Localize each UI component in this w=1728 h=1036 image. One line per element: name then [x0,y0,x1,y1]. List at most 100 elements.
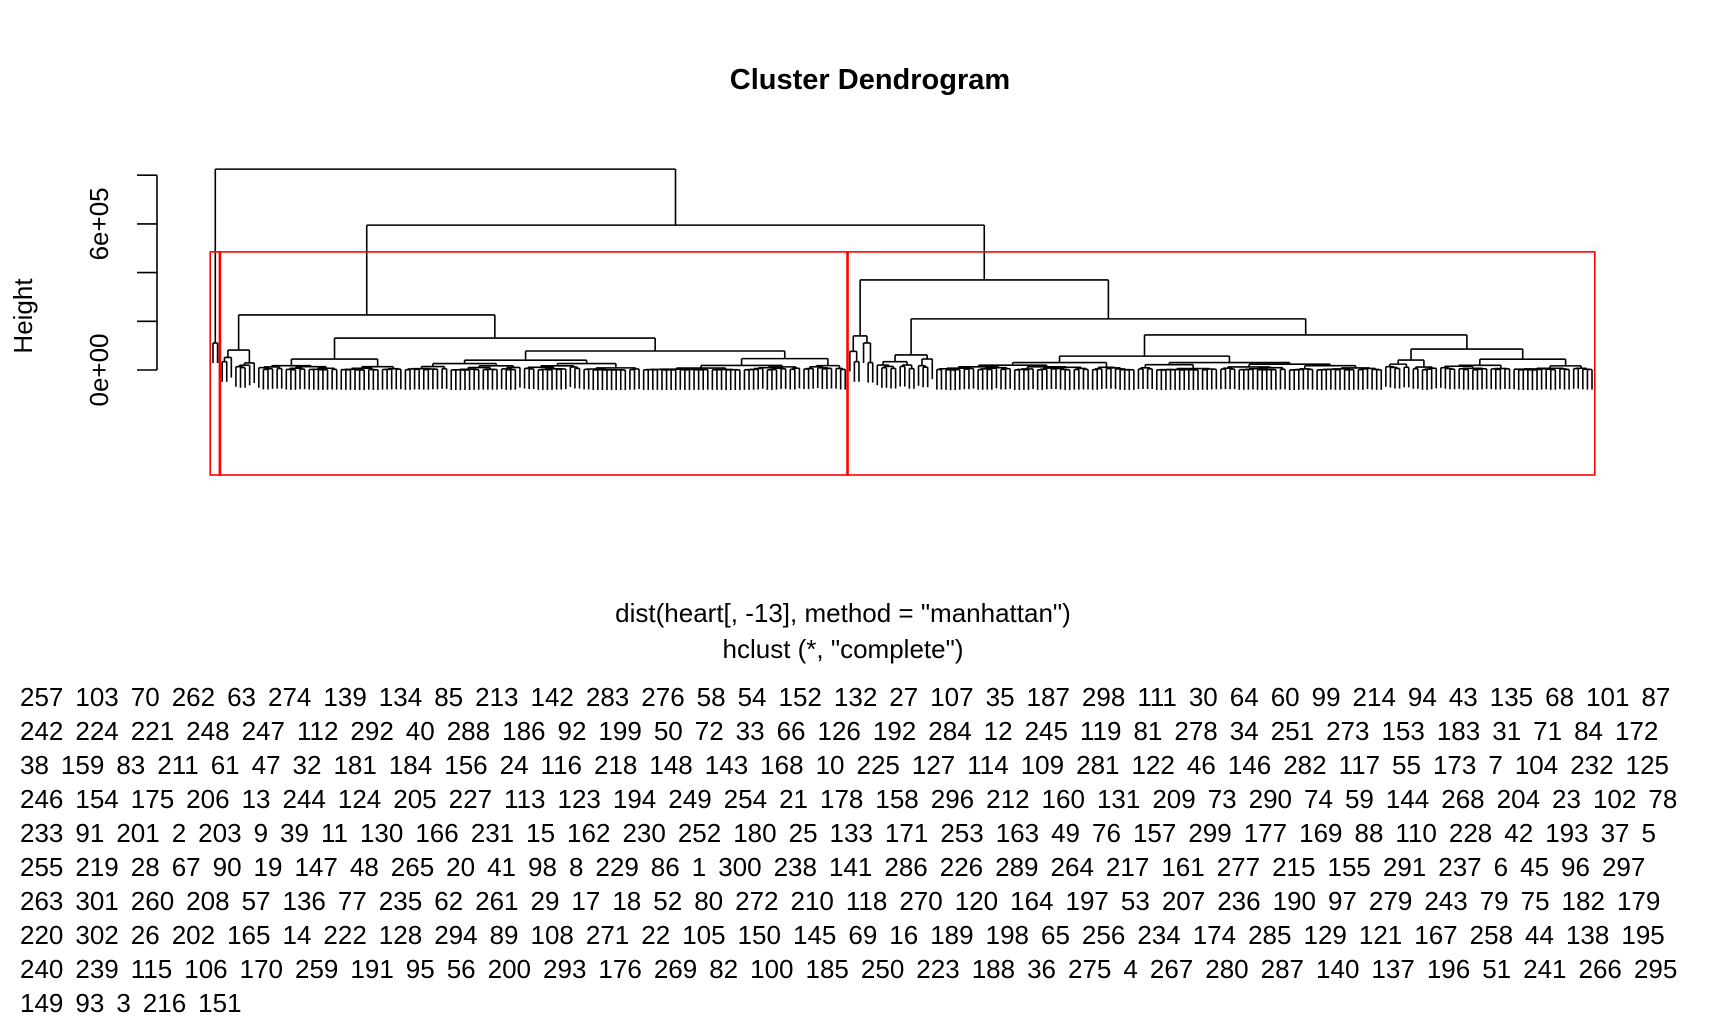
leaf-label: 190 [1272,886,1316,916]
leaf-label: 294 [434,920,478,950]
leaf-label: 148 [649,750,693,780]
leaf-label: 104 [1514,750,1559,780]
leaf-label: 298 [1081,682,1126,712]
leaf-label: 166 [415,818,459,848]
leaf-label: 227 [448,784,493,814]
y-tick-label: 6e+05 [84,187,114,260]
leaf-label: 178 [819,784,864,814]
leaf-label: 254 [723,784,768,814]
leaf-label: 168 [760,750,804,780]
leaf-label: 277 [1216,852,1261,882]
leaf-label: 24 [499,750,529,780]
leaf-label: 141 [828,852,873,882]
x-axis-label: dist(heart[, -13], method = "manhattan") [615,598,1071,628]
leaf-label: 290 [1248,784,1293,814]
leaf-label: 219 [75,852,119,882]
leaf-label: 101 [1586,682,1630,712]
leaf-label: 223 [916,954,960,984]
leaf-label: 266 [1578,954,1622,984]
leaf-label: 62 [434,886,464,916]
leaf-label: 51 [1482,954,1512,984]
leaf-label: 90 [212,852,242,882]
leaf-label: 44 [1525,920,1554,950]
leaf-label: 301 [75,886,119,916]
leaf-label: 26 [130,920,160,950]
leaf-label: 91 [75,818,105,848]
leaf-label: 224 [75,716,119,746]
leaf-label: 182 [1561,886,1605,916]
leaf-label: 125 [1625,750,1669,780]
leaf-label: 153 [1381,716,1425,746]
leaf-label: 248 [186,716,230,746]
leaf-label: 242 [20,716,64,746]
leaf-label: 262 [171,682,216,712]
leaf-label: 151 [198,988,242,1018]
leaf-label: 282 [1283,750,1327,780]
leaf-label: 163 [995,818,1040,848]
leaf-label: 231 [470,818,515,848]
leaf-label: 70 [130,682,160,712]
leaf-label: 264 [1050,852,1094,882]
leaf-label: 138 [1565,920,1610,950]
leaf-label: 136 [282,886,326,916]
leaf-label: 239 [75,954,119,984]
leaf-label: 250 [860,954,905,984]
leaf-label: 202 [171,920,216,950]
leaf-label: 53 [1120,886,1150,916]
leaf-label: 117 [1338,750,1381,780]
leaf-label: 288 [446,716,491,746]
y-axis-label: Height [8,278,38,354]
leaf-label: 6 [1493,852,1509,882]
leaf-label: 299 [1188,818,1232,848]
leaf-label: 71 [1533,716,1563,746]
leaf-label: 16 [889,920,919,950]
leaf-label: 135 [1489,682,1534,712]
leaf-label: 89 [489,920,519,950]
leaf-label: 158 [875,784,919,814]
leaf-label: 94 [1407,682,1437,712]
leaf-label: 54 [737,682,767,712]
cluster-rect [846,251,1596,476]
leaf-label: 236 [1217,886,1261,916]
leaf-label: 300 [718,852,762,882]
leaf-label: 237 [1438,852,1482,882]
leaf-label: 260 [130,886,175,916]
leaf-label: 74 [1304,784,1333,814]
leaf-label: 293 [543,954,587,984]
leaf-label: 76 [1092,818,1121,848]
leaf-label: 50 [653,716,683,746]
leaf-label: 180 [733,818,777,848]
leaf-label: 243 [1424,886,1468,916]
leaf-label: 69 [848,920,878,950]
leaf-label: 140 [1316,954,1360,984]
leaf-label: 176 [598,954,642,984]
leaf-label: 116 [540,750,582,780]
leaf-label: 232 [1570,750,1614,780]
leaf-label: 204 [1496,784,1541,814]
leaf-label: 273 [1326,716,1370,746]
leaf-label: 111 [1137,682,1177,712]
leaf-label: 128 [378,920,423,950]
leaf-label: 214 [1352,682,1396,712]
leaf-label: 276 [641,682,685,712]
cluster-rect [218,251,849,476]
leaf-label: 32 [292,750,322,780]
leaf-label: 127 [911,750,956,780]
leaf-label: 17 [571,886,601,916]
leaf-label: 172 [1615,716,1659,746]
leaf-label: 189 [930,920,974,950]
leaf-label: 206 [186,784,230,814]
leaf-label: 251 [1270,716,1315,746]
leaf-label: 201 [116,818,160,848]
leaf-label: 218 [594,750,638,780]
leaf-label: 217 [1105,852,1150,882]
leaf-label: 35 [985,682,1015,712]
leaf-label: 110 [1395,818,1437,848]
leaf-label: 87 [1641,682,1671,712]
leaf-label: 12 [983,716,1013,746]
leaf-label: 55 [1392,750,1421,780]
leaf-label: 33 [735,716,765,746]
leaf-label: 272 [735,886,779,916]
